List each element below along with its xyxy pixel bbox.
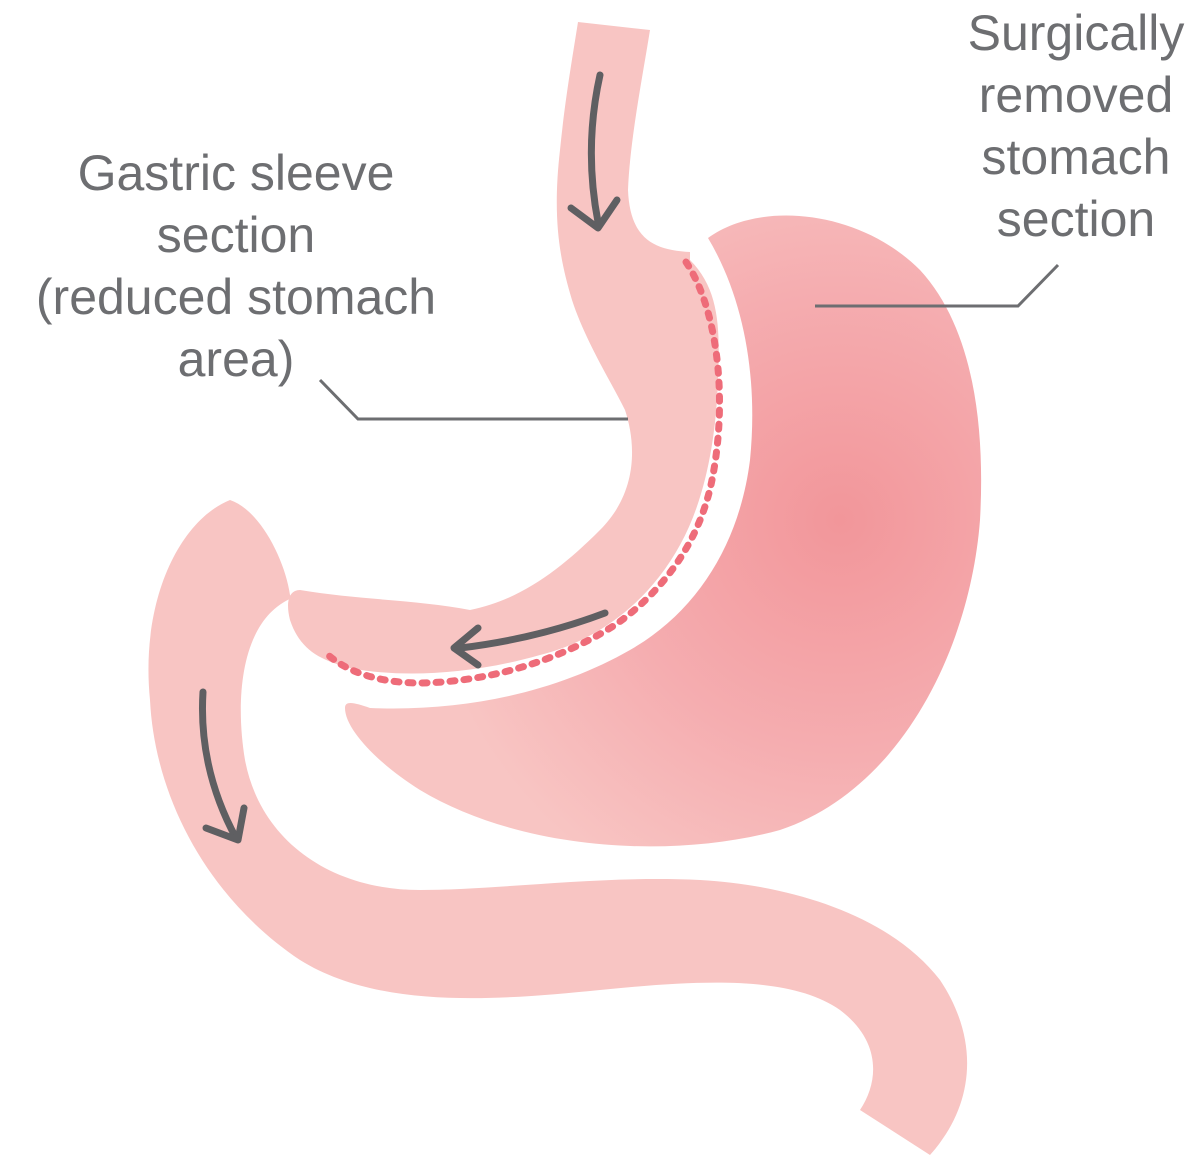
label-line: section bbox=[156, 207, 316, 263]
label-line: area) bbox=[177, 331, 295, 387]
label-line: Gastric sleeve bbox=[77, 145, 395, 201]
gastric-sleeve-section bbox=[288, 22, 719, 674]
flow-arrow-intestine bbox=[199, 688, 248, 844]
flow-arrow-antrum bbox=[450, 609, 609, 669]
removed-section-label: Surgically removed stomach section bbox=[940, 2, 1204, 250]
removed-stomach-section bbox=[345, 215, 982, 847]
gastric-sleeve-label: Gastric sleeve section (reduced stomach … bbox=[0, 142, 472, 390]
label-line: Surgically bbox=[967, 5, 1185, 61]
label-line: stomach bbox=[981, 129, 1171, 185]
leader-line-sleeve bbox=[318, 378, 628, 421]
staple-line bbox=[321, 258, 724, 687]
label-line: section bbox=[996, 191, 1156, 247]
label-line: removed bbox=[978, 67, 1174, 123]
leader-line-removed bbox=[815, 263, 1060, 308]
label-line: (reduced stomach bbox=[35, 269, 437, 325]
small-intestine bbox=[148, 500, 968, 1155]
flow-arrow-esophagus bbox=[567, 71, 621, 232]
